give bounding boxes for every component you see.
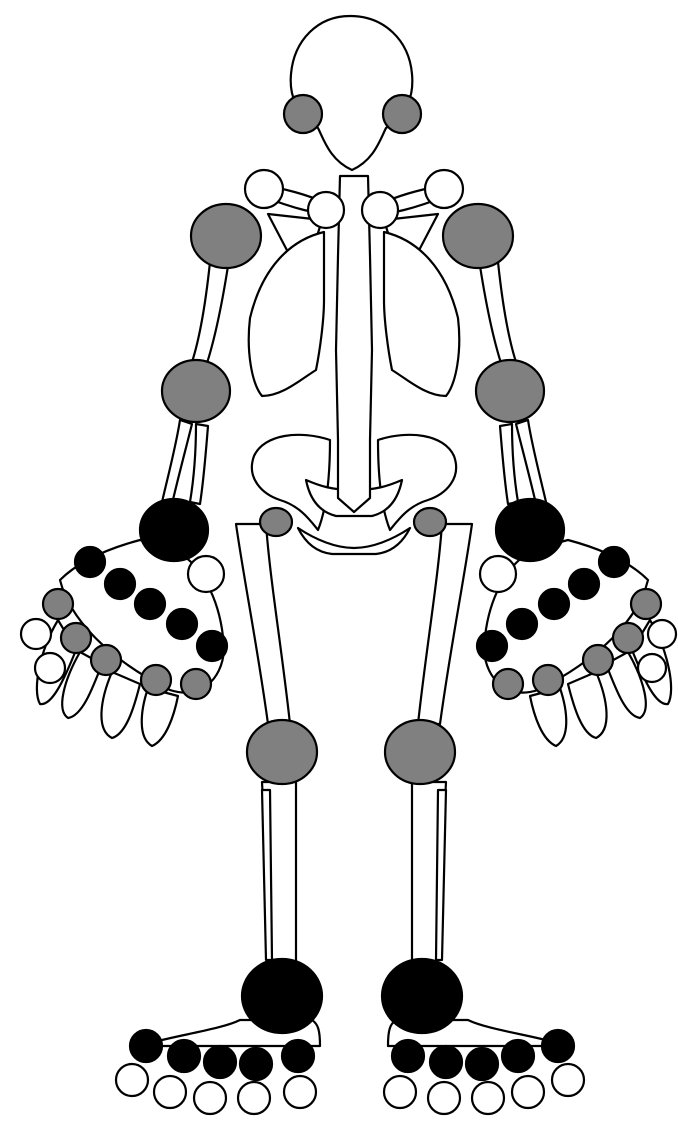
joint-mcp-left	[75, 547, 105, 577]
joint-toe-ip-left	[116, 1064, 148, 1096]
joint-mcp-left	[105, 569, 135, 599]
joint-toe-ip-left	[284, 1076, 316, 1108]
joint-mtp-left	[204, 1046, 236, 1078]
humerus-left	[190, 262, 228, 372]
skull	[291, 16, 413, 170]
joint-mcp-right	[477, 631, 507, 661]
femur-left	[236, 524, 290, 724]
joint-toe-ip-right	[552, 1064, 584, 1096]
joint-mtp-left	[130, 1030, 162, 1062]
joint-mcp-right	[539, 589, 569, 619]
finger-right-3	[568, 672, 607, 738]
femur-right	[418, 524, 472, 724]
joint-sternoclavicular-left	[308, 192, 344, 228]
joint-mtp-right	[542, 1030, 574, 1062]
joint-pip-left	[181, 669, 211, 699]
joint-acromioclavicular-left	[245, 170, 283, 208]
joint-toe-ip-left	[238, 1082, 270, 1114]
fibula-left	[262, 790, 272, 960]
joint-elbow-right	[476, 360, 544, 422]
joint-mcp-left	[167, 609, 197, 639]
rib-cage-right	[384, 232, 459, 396]
finger-right-4	[530, 688, 566, 746]
joint-dip-right	[638, 654, 666, 682]
joint-knee-left	[247, 720, 317, 784]
joint-pip-right	[493, 669, 523, 699]
joint-thumb-left	[188, 556, 224, 592]
joint-elbow-left	[162, 360, 230, 422]
ulna-left	[190, 424, 208, 504]
joint-pip-right	[533, 665, 563, 695]
joint-mcp-right	[569, 569, 599, 599]
joint-wrist-left	[140, 499, 208, 561]
joint-mtp-left	[282, 1040, 314, 1072]
joint-mtp-right	[502, 1040, 534, 1072]
joint-toe-ip-right	[472, 1082, 504, 1114]
joint-mcp-right	[599, 547, 629, 577]
joint-toe-ip-right	[512, 1076, 544, 1108]
joint-wrist-right	[496, 499, 564, 561]
joint-mtp-right	[392, 1040, 424, 1072]
joint-shoulder-right	[443, 204, 513, 268]
pubic-arch	[298, 528, 410, 554]
joint-mcp-left	[135, 589, 165, 619]
joint-toe-ip-right	[384, 1076, 416, 1108]
radius-left	[162, 420, 192, 504]
ulna-right	[500, 424, 518, 504]
joint-mcp-right	[507, 609, 537, 639]
joint-acromioclavicular-right	[425, 170, 463, 208]
joint-temporomandibular-left	[284, 95, 322, 133]
bones	[37, 16, 671, 1046]
joint-hip-left	[260, 508, 292, 536]
humerus-right	[480, 262, 518, 372]
joint-pip-left	[91, 645, 121, 675]
joint-dip-right	[648, 620, 676, 648]
joint-ankle-left	[242, 959, 322, 1033]
joint-mcp-left	[197, 631, 227, 661]
joint-pip-right	[613, 623, 643, 653]
rib-cage-left	[249, 232, 324, 396]
joint-mtp-right	[430, 1046, 462, 1078]
joint-hip-right	[414, 508, 446, 536]
joint-sternoclavicular-right	[362, 192, 398, 228]
joint-dip-left	[21, 619, 51, 649]
joint-knee-right	[385, 720, 455, 784]
joint-pip-right	[631, 589, 661, 619]
joint-shoulder-left	[191, 204, 261, 268]
joint-pip-left	[43, 589, 73, 619]
fibula-right	[436, 790, 446, 960]
joint-dip-left	[35, 653, 65, 683]
finger-left-4	[142, 688, 178, 746]
joint-pip-left	[61, 623, 91, 653]
spine	[336, 176, 372, 512]
joint-temporomandibular-right	[383, 95, 421, 133]
joint-mtp-right	[466, 1048, 498, 1080]
joint-ankle-right	[382, 959, 462, 1033]
finger-left-3	[101, 672, 140, 738]
joint-thumb-right	[480, 556, 516, 592]
joint-toe-ip-right	[428, 1082, 460, 1114]
radius-right	[516, 420, 546, 504]
joint-pip-right	[583, 645, 613, 675]
joint-toe-ip-left	[154, 1076, 186, 1108]
joint-pip-left	[141, 665, 171, 695]
joint-toe-ip-left	[194, 1082, 226, 1114]
joint-mtp-left	[168, 1040, 200, 1072]
joint-mtp-left	[240, 1048, 272, 1080]
